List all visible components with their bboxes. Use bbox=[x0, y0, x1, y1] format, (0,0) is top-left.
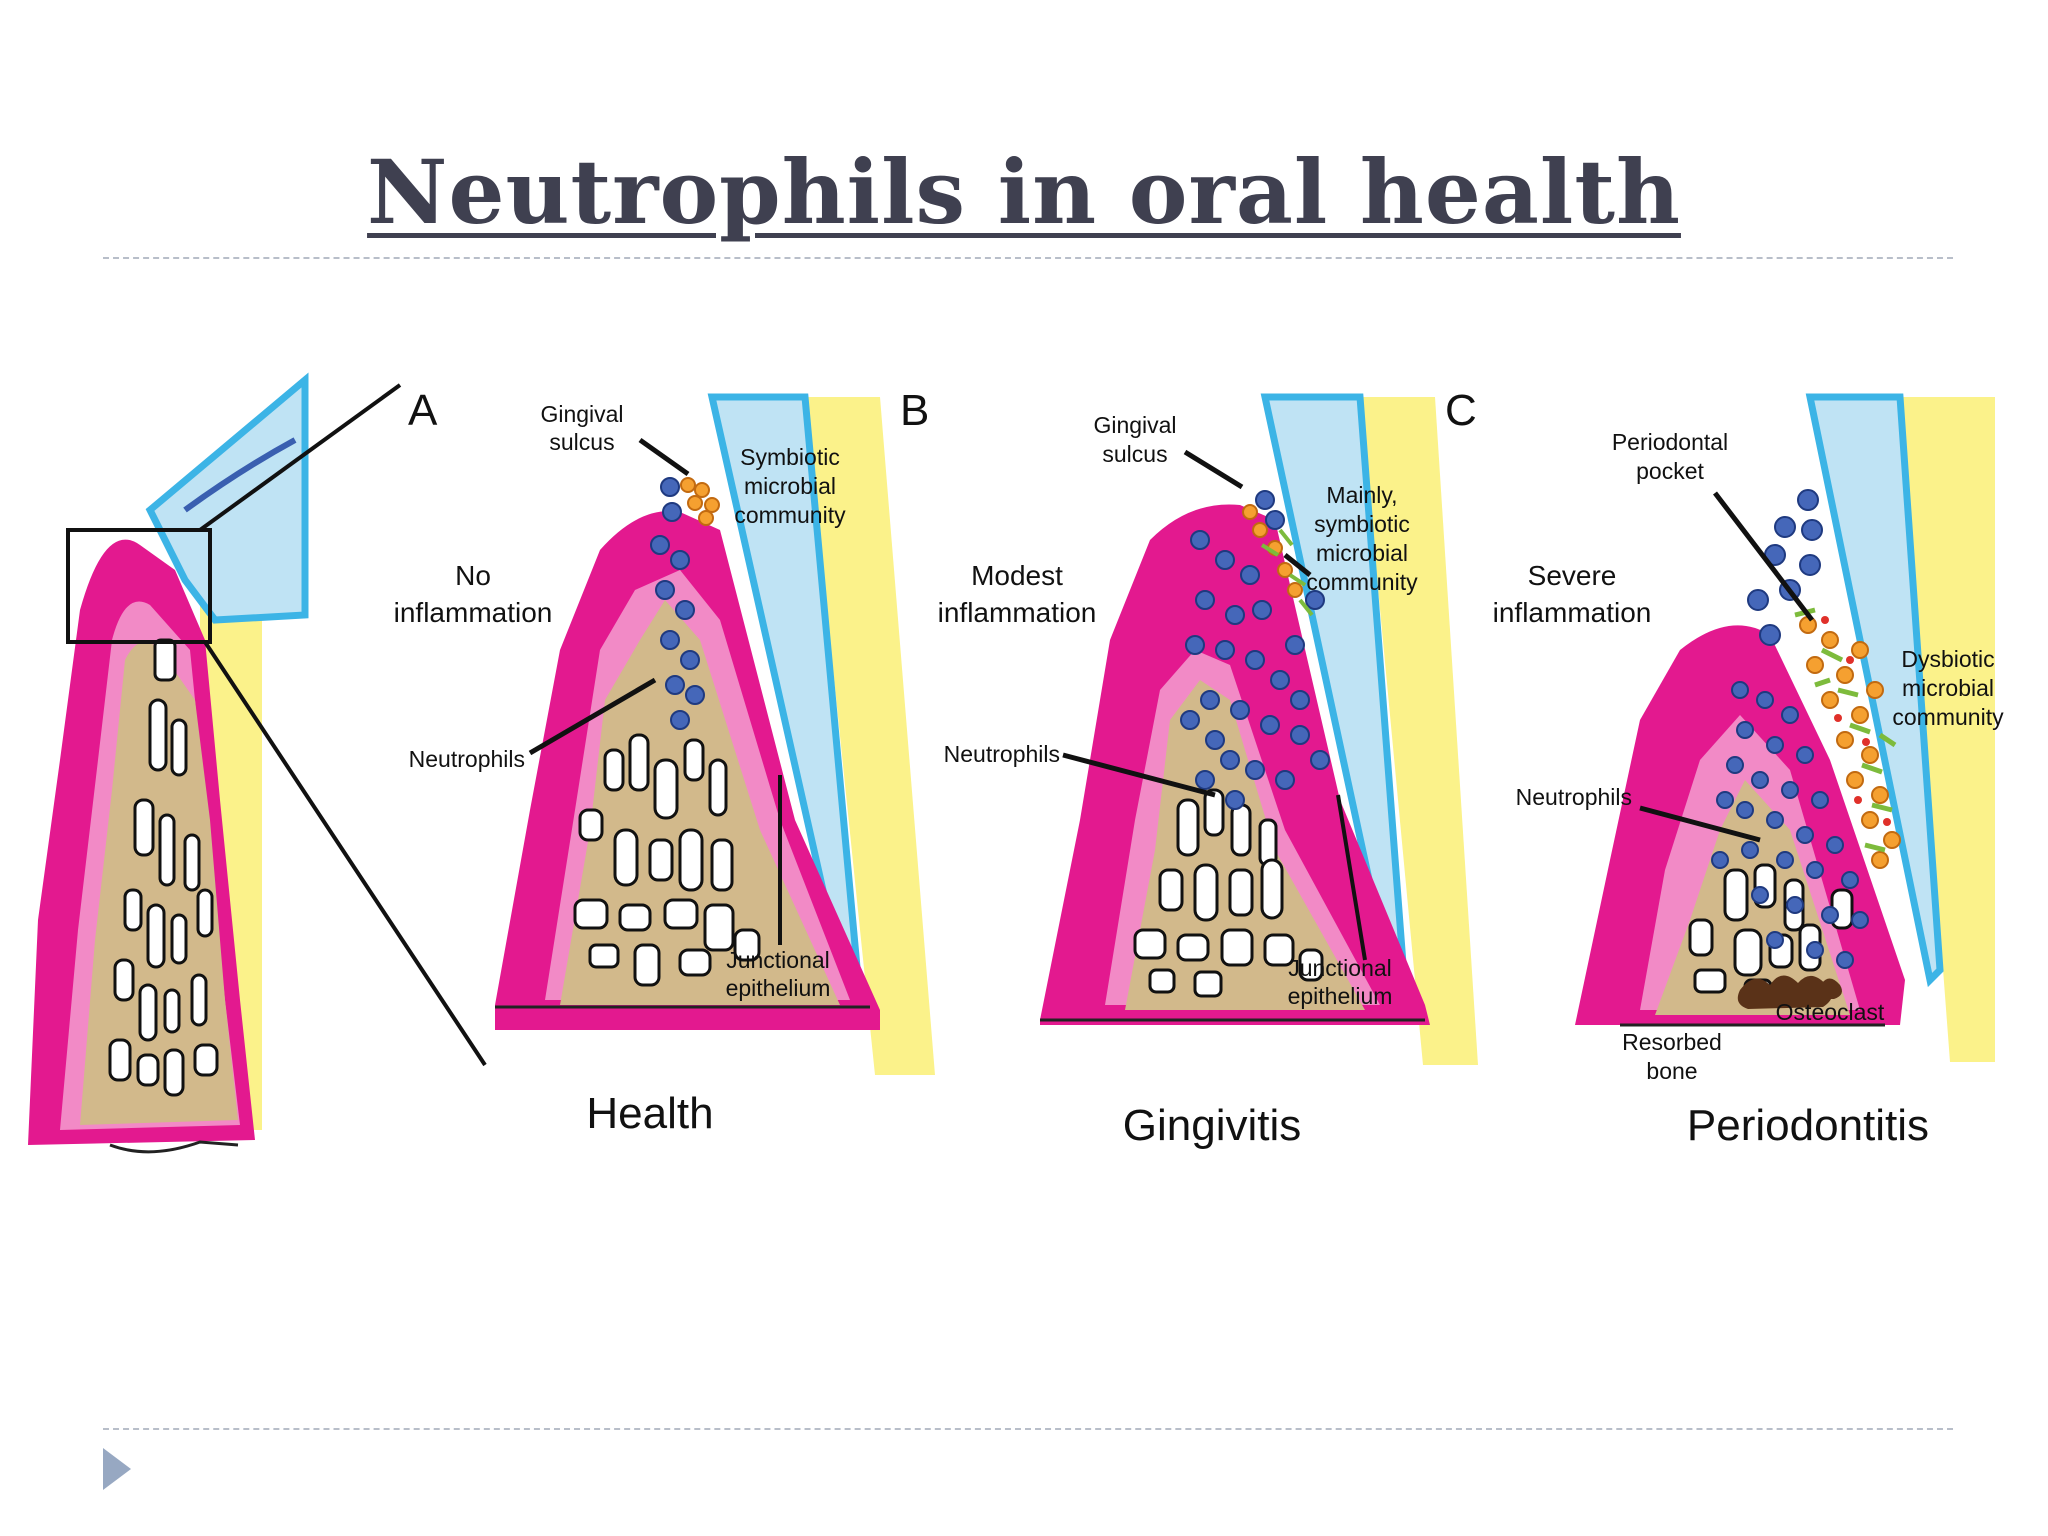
periodontitis-microbes-label-1: Dysbiotic bbox=[1901, 646, 1994, 672]
gingivitis-neutrophils bbox=[1180, 490, 1330, 810]
health-microbes-label-1: Symbiotic bbox=[740, 444, 840, 470]
periodontitis-microbes bbox=[1799, 616, 1901, 869]
gingivitis-bone-marrow bbox=[1133, 788, 1324, 998]
periodontitis-resorbed-label-1: Resorbed bbox=[1622, 1029, 1722, 1055]
health-junctional-label-1: Junctional bbox=[726, 947, 830, 973]
health-microbes-label-2: microbial bbox=[744, 473, 836, 499]
gingivitis-sulcus-label-1: Gingival bbox=[1093, 412, 1176, 438]
gingivitis-sulcus-label-2: sulcus bbox=[1102, 441, 1167, 467]
periodontitis-pocket-label-1: Periodontal bbox=[1612, 429, 1728, 455]
osteoclast-cells bbox=[1737, 975, 1842, 1009]
slide-title: Neutrophils in oral health bbox=[367, 140, 1681, 244]
periodontitis-neutrophils-label: Neutrophils bbox=[1516, 784, 1632, 810]
periodontitis-microbes-label-2: microbial bbox=[1902, 675, 1994, 701]
overview-bone-marrow bbox=[108, 638, 219, 1097]
health-microbes-label-3: community bbox=[734, 502, 846, 528]
panel-label-b: B bbox=[900, 386, 929, 435]
periodontitis-microbes-label-3: community bbox=[1892, 704, 2004, 730]
gingivitis-microbes-label-1: Mainly, bbox=[1326, 482, 1397, 508]
gingivitis-microbes-label-3: microbial bbox=[1316, 540, 1408, 566]
caption-health: Health bbox=[586, 1089, 713, 1138]
gingivitis-neutrophils-label: Neutrophils bbox=[944, 741, 1060, 767]
gingivitis-panel: Gingival sulcus Mainly, symbiotic microb… bbox=[938, 386, 1478, 1150]
caption-periodontitis: Periodontitis bbox=[1687, 1101, 1929, 1150]
periodontitis-state-label-1: Severe bbox=[1528, 560, 1617, 591]
health-neutrophils-label: Neutrophils bbox=[409, 746, 525, 772]
health-state-label-2: inflammation bbox=[394, 597, 553, 628]
gingivitis-green-bacteria bbox=[1260, 528, 1314, 617]
zoom-box bbox=[66, 528, 212, 644]
gingivitis-microbes-label-4: community bbox=[1306, 569, 1418, 595]
gingivitis-junctional-label-2: epithelium bbox=[1288, 983, 1393, 1009]
panel-label-c: C bbox=[1445, 386, 1477, 435]
gingivitis-microbes-label-2: symbiotic bbox=[1314, 511, 1410, 537]
periodontitis-neutrophils bbox=[1711, 489, 1869, 969]
health-microbes bbox=[680, 477, 720, 526]
periodontitis-state-label-2: inflammation bbox=[1493, 597, 1652, 628]
health-neutrophils bbox=[650, 477, 705, 730]
overview-tooth bbox=[28, 372, 487, 1154]
periodontitis-panel: Periodontal pocket Dysbiotic microbial c… bbox=[1493, 393, 2004, 1150]
gingivitis-state-label-1: Modest bbox=[971, 560, 1063, 591]
panel-label-a: A bbox=[408, 386, 438, 435]
top-divider bbox=[103, 257, 1953, 259]
periodontitis-red-bacteria bbox=[1821, 616, 1891, 826]
periodontitis-osteoclast-label: Osteoclast bbox=[1776, 999, 1885, 1025]
health-sulcus-label-2: sulcus bbox=[549, 429, 614, 455]
health-panel: Gingival sulcus Symbiotic microbial comm… bbox=[394, 386, 935, 1138]
periodontitis-resorbed-label-2: bone bbox=[1646, 1058, 1697, 1084]
health-junctional-label-2: epithelium bbox=[726, 975, 831, 1001]
health-state-label-1: No bbox=[455, 560, 491, 591]
caption-gingivitis: Gingivitis bbox=[1123, 1101, 1302, 1150]
periodontitis-pocket-label-2: pocket bbox=[1636, 458, 1704, 484]
health-sulcus-label-1: Gingival bbox=[540, 401, 623, 427]
gingivitis-junctional-label-1: Junctional bbox=[1288, 955, 1392, 981]
bottom-divider bbox=[103, 1428, 1953, 1430]
health-bone-marrow bbox=[573, 733, 761, 987]
gingivitis-state-label-2: inflammation bbox=[938, 597, 1097, 628]
slide-bullet-arrow-icon bbox=[103, 1448, 131, 1490]
